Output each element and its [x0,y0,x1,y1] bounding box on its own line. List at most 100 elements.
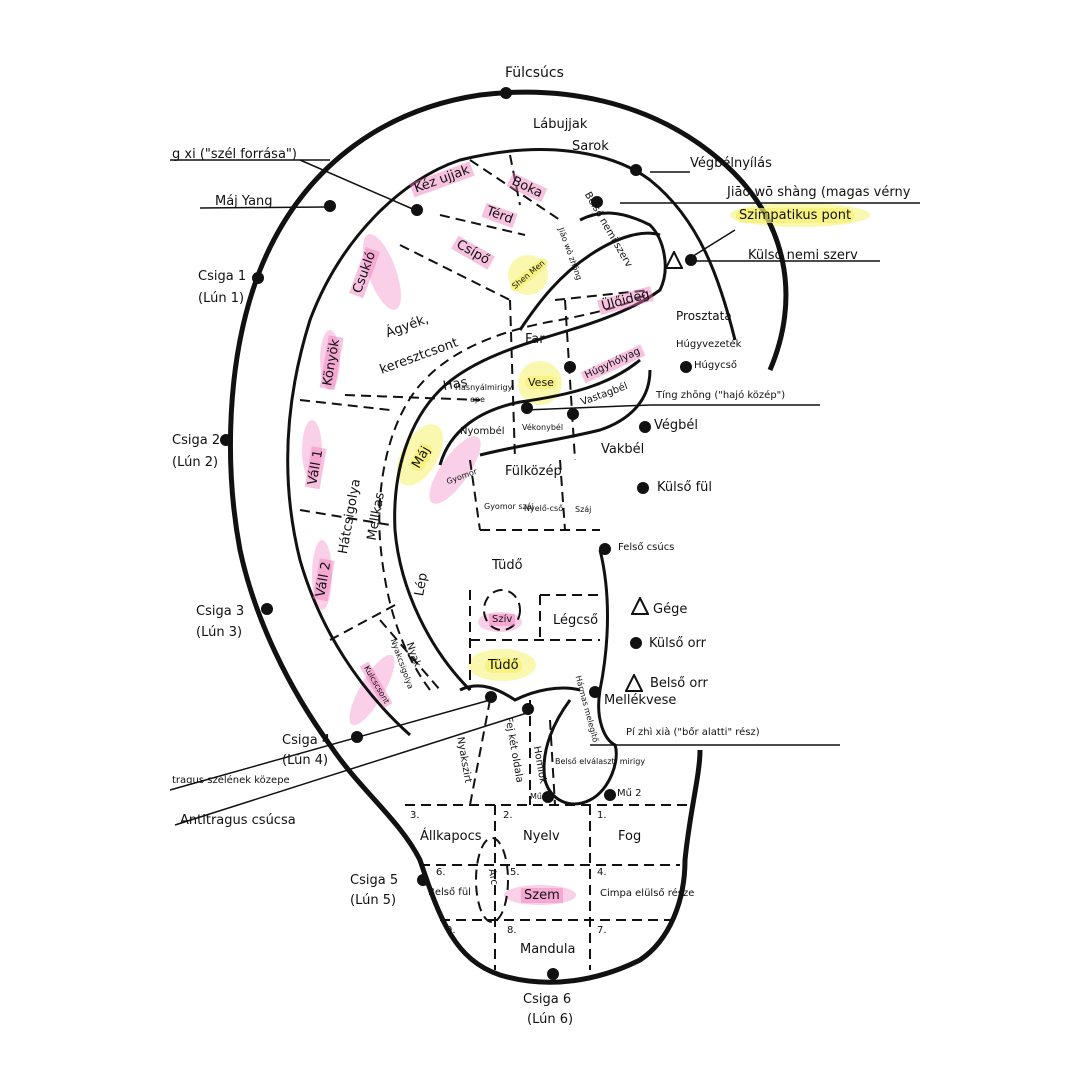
triangle-icon-belso-orr [625,674,643,692]
point-ting-zhong [521,402,533,414]
region-divisions [299,154,690,970]
label-hugycso: Húgycső [694,360,737,371]
label-belso-elvalasztasu: Belső elválaszt. mirigy [555,757,646,766]
triangle-icon-szimpatikus [665,251,683,269]
point-csiga2 [220,434,232,446]
intertragic-outline [459,684,581,702]
label-n6: 6. [436,867,446,878]
label-mandula: Mandula [520,942,576,957]
point-mu2 [604,789,616,801]
label-kulso-orr: Külső orr [649,636,707,651]
label-vese: Vese [525,376,557,389]
label-epe: epe [470,395,485,404]
label-prosztata: Prosztata [676,309,732,323]
point-kulso-nemi [685,254,697,266]
label-sziv: Szív [489,614,516,626]
label-felso-csucs: Felső csúcs [618,542,675,553]
label-szel-forrasa: g xi ("szél forrása") [172,147,297,162]
label-n3: 3. [410,810,420,821]
point-tragus [485,691,497,703]
cymba-outline [438,358,641,466]
triangle-icon-gege [631,597,649,615]
point-hugyholyag [564,361,576,373]
helix-inner-rim [286,148,737,737]
crus-outline [479,369,652,457]
label-hasnyal: Hasnyálmirigy [455,383,513,392]
label-szaj: Száj [575,505,592,514]
point-csiga3 [261,603,273,615]
label-lep: Lép [412,571,432,598]
point-jiao-wo [591,196,603,208]
label-mu2: Mű 2 [617,788,642,799]
label-ting-zhong: Tíng zhōng ("hajó közép") [656,390,786,401]
label-tudo2: Tüdő [485,658,522,673]
label-gyomor-szaj: Gyomor száj [484,502,534,511]
label-mu: Mű [530,792,542,801]
label-jiao-wo: Jiāo wō shàng (magas vérny [727,185,911,200]
label-lun5: (Lún 5) [350,893,397,908]
label-labujjak: Lábujjak [533,117,588,132]
label-tudo: Tüdő [492,558,523,573]
label-kulso-ful: Külső fül [657,480,713,495]
label-csiga1: Csiga 1 [198,269,247,284]
label-fog: Fog [618,829,642,844]
label-csiga3: Csiga 3 [196,604,245,619]
point-vegbel [639,421,651,433]
label-csiga2: Csiga 2 [172,433,221,448]
point-csiga5 [417,874,429,886]
label-lun3: (Lún 3) [196,625,243,640]
point-antitragus [522,703,534,715]
point-vegbelnyilas [630,164,642,176]
label-gege: Gége [653,602,688,617]
label-szem: Szem [521,888,563,903]
point-felso-csucs [599,543,611,555]
point-kulso-orr [630,637,642,649]
label-belso-orr: Belső orr [650,676,708,691]
point-mellekvese [589,686,601,698]
label-maj-yang: Máj Yang [215,194,273,209]
label-csiga4: Csiga 4 [282,733,331,748]
label-vegbel: Végbél [654,418,698,433]
label-vekonybel: Vékonybél [522,423,564,432]
label-sarok: Sarok [572,139,609,154]
label-far: Far [525,332,545,347]
label-arc: Arc [485,867,500,886]
label-n1: 1. [597,810,607,821]
label-kulso-nemi: Külső nemi szerv [748,248,858,263]
point-hugycso [680,361,692,373]
leader-lines [169,159,920,826]
label-fulcsucs: Fülcsúcs [505,65,564,81]
point-kulso-ful [637,482,649,494]
pink-highlights [302,234,576,905]
label-n4: 4. [597,867,607,878]
label-vegbelnyilas: Végbélnyílás [690,156,772,171]
label-pi-zhi: Pí zhì xià ("bőr alatti" rész) [626,727,760,738]
label-lun6: (Lún 6) [527,1012,574,1027]
label-n7: 7. [597,925,607,936]
label-nyelv: Nyelv [523,829,560,844]
point-mu [542,791,554,803]
label-n2: 2. [503,810,513,821]
concha-outline [518,231,661,331]
label-csiga6: Csiga 6 [523,992,572,1007]
point-csiga4 [351,731,363,743]
label-szimpatikus: Szimpatikus pont [736,208,855,223]
point-csiga1 [252,272,264,284]
label-n8: 8. [507,925,517,936]
label-antitragus: Antitragus csúcsa [180,813,296,828]
label-vakbel: Vakbél [601,442,645,457]
point-szel-forrasa [411,204,423,216]
label-mellekvese: Mellékvese [604,693,677,708]
tragus-outline [542,549,618,806]
label-n9: 9. [446,925,456,936]
point-vastagbel [567,408,579,420]
label-hugyvezetek: Húgyvezeték [676,339,742,350]
label-nyombel: Nyombél [460,426,505,437]
label-n5: 5. [510,867,520,878]
label-belso-ful: Belső fül [428,887,471,898]
label-fulkozep: Fülközép [505,464,562,479]
label-csiga5: Csiga 5 [350,873,399,888]
label-cimpa: Cimpa elülső része [600,888,695,899]
point-fulcsucs [500,87,512,99]
